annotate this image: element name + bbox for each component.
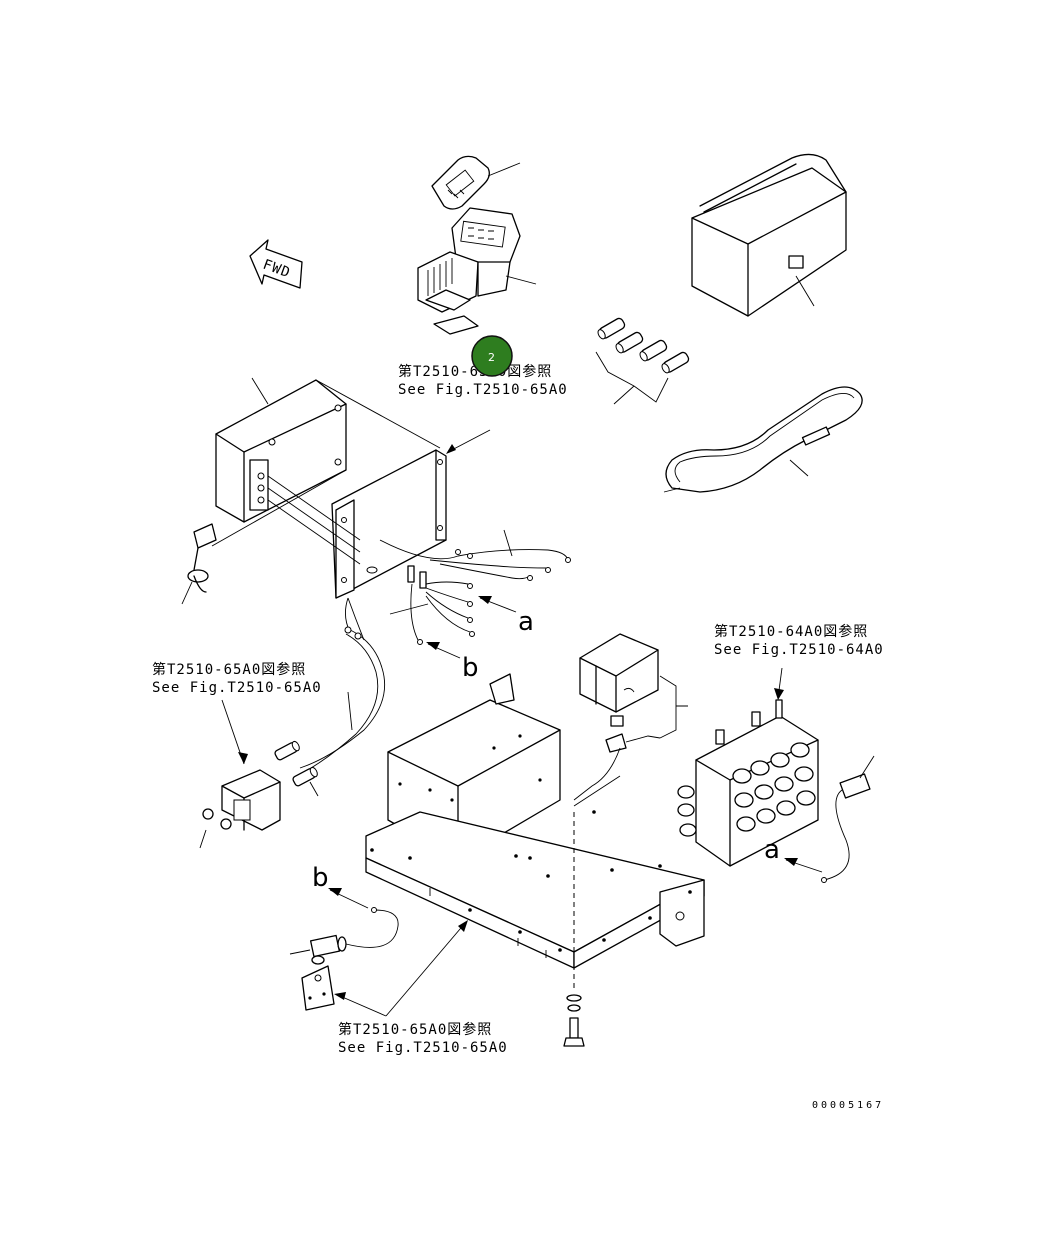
marker-label: 2	[488, 351, 495, 364]
leader-lines	[334, 429, 491, 1017]
monitor-cover	[431, 155, 521, 210]
arrow-a-upper: a	[478, 596, 534, 637]
wire-harness	[345, 529, 571, 645]
strap	[663, 386, 863, 493]
mounting-bracket	[211, 379, 447, 599]
fwd-arrow-icon: FWD	[249, 239, 303, 289]
fwd-label: FWD	[261, 257, 293, 282]
ref-label-left: 第T2510-65A0図参照 See Fig.T2510-65A0	[152, 661, 322, 696]
arrow-a-lower: a	[764, 835, 823, 873]
arrow-b-upper: b	[426, 642, 479, 683]
base-plate	[365, 775, 705, 969]
svg-text:第T2510-65A0図参照: 第T2510-65A0図参照	[152, 661, 306, 678]
svg-text:See Fig.T2510-65A0: See Fig.T2510-65A0	[398, 382, 568, 398]
hanger-hook	[181, 523, 217, 605]
ref-label-top: 第T2510-65A0図参照 See Fig.T2510-65A0	[398, 363, 568, 398]
relay-block	[573, 633, 688, 801]
svg-text:See Fig.T2510-65A0: See Fig.T2510-65A0	[338, 1040, 508, 1056]
letter-b-upper: b	[462, 653, 479, 683]
controller-box	[215, 377, 347, 523]
sensor-unit	[289, 907, 399, 1011]
ref-label-bottom: 第T2510-65A0図参照 See Fig.T2510-65A0	[338, 1021, 508, 1056]
svg-text:See Fig.T2510-64A0: See Fig.T2510-64A0	[714, 642, 884, 658]
svg-text:第T2510-65A0図参照: 第T2510-65A0図参照	[338, 1021, 492, 1038]
letter-a-lower: a	[764, 835, 780, 865]
svg-text:第T2510-64A0図参照: 第T2510-64A0図参照	[714, 623, 868, 640]
svg-text:第T2510-65A0図参照: 第T2510-65A0図参照	[398, 363, 552, 380]
ref-label-right: 第T2510-64A0図参照 See Fig.T2510-64A0	[714, 623, 884, 658]
cable-left	[295, 626, 386, 777]
callout-marker-2[interactable]: 2	[471, 335, 513, 377]
letter-a-upper: a	[518, 607, 534, 637]
mounting-bolt	[563, 812, 585, 1047]
letter-b-lower: b	[312, 863, 329, 893]
drawing-code: 00005167	[812, 1100, 884, 1111]
connector-bracket-left	[199, 699, 319, 849]
monitor-unit	[417, 207, 537, 335]
svg-text:See Fig.T2510-65A0: See Fig.T2510-65A0	[152, 680, 322, 696]
arrow-b-lower: b	[312, 863, 369, 909]
spare-fuses	[595, 317, 690, 405]
control-valve	[677, 667, 875, 883]
toolbox	[691, 153, 847, 317]
